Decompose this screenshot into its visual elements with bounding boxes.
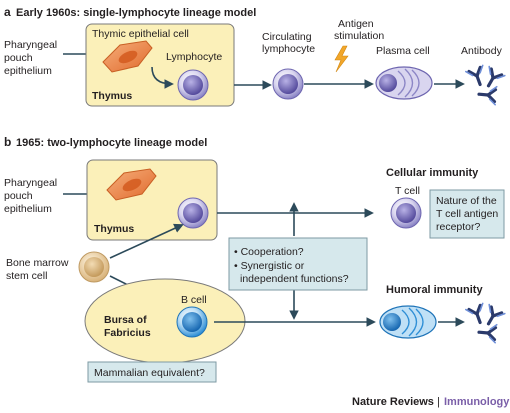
- nature-question-box: [429, 189, 505, 239]
- mammalian-text: Mammalian equivalent?: [94, 367, 205, 379]
- bursa-line1: Bursa of: [104, 314, 147, 326]
- lymphocyte-icon: [177, 197, 209, 229]
- nature-line2: T cell antigen: [436, 208, 498, 220]
- nature-line3: receptor?: [436, 221, 481, 233]
- plasma-cell-label: Plasma cell: [376, 45, 430, 57]
- circulating-line2: lymphocyte: [262, 43, 315, 55]
- panel-b-title: 1965: two-lymphocyte lineage model: [16, 137, 207, 149]
- thymic-epithelial-cell-icon: [106, 168, 157, 201]
- antibody-icon: [464, 63, 507, 107]
- mammalian-question-box: [87, 361, 217, 383]
- panel-a-pharyngeal-line3: epithelium: [4, 65, 52, 77]
- thymic-epithelial-cell-icon: [102, 40, 153, 73]
- antigen-line2: stimulation: [334, 30, 384, 42]
- thymus-label-a: Thymus: [92, 90, 132, 102]
- thymus-label-b: Thymus: [94, 223, 134, 235]
- lymphocyte-label: Lymphocyte: [166, 51, 222, 63]
- plasma-cell-icon: [379, 305, 437, 339]
- plasma-cell-icon: [375, 66, 433, 100]
- panel-a-pharyngeal-line1: Pharyngeal: [4, 39, 57, 51]
- panel-a-pharyngeal-line2: pouch: [4, 52, 33, 64]
- lymphocyte-icon: [177, 69, 209, 101]
- cooperation-text: • Cooperation?: [234, 246, 304, 258]
- footer-credit: Nature Reviews | Immunology: [352, 396, 510, 408]
- thymic-cell-label: Thymic epithelial cell: [92, 28, 189, 40]
- antigen-line1: Antigen: [338, 18, 374, 30]
- panel-b-pharyngeal-line3: epithelium: [4, 203, 52, 215]
- circulating-line1: Circulating: [262, 31, 312, 43]
- circulating-lymphocyte-icon: [272, 68, 304, 100]
- synergistic-line1: • Synergistic or: [234, 260, 305, 272]
- journal-subject: Immunology: [444, 396, 510, 408]
- b-cell-label: B cell: [181, 294, 207, 306]
- journal-name: Nature Reviews: [352, 396, 434, 408]
- panel-a: a Early 1960s: single-lymphocyte lineage…: [4, 5, 507, 107]
- cooperation-question-box: [228, 237, 368, 291]
- cellular-immunity-title: Cellular immunity: [386, 167, 479, 179]
- panel-b-pharyngeal-line1: Pharyngeal: [4, 177, 57, 189]
- panel-b-letter: b: [4, 135, 11, 149]
- antibody-label: Antibody: [461, 45, 503, 57]
- bone-marrow-line2: stem cell: [6, 270, 47, 282]
- bursa-line2: Fabricius: [104, 327, 151, 339]
- arrow-thymic-to-lymphocyte: [151, 66, 174, 89]
- arrow-stem-to-thymus: [109, 223, 184, 259]
- panel-b: b 1965: two-lymphocyte lineage model Pha…: [4, 135, 507, 383]
- synergistic-line2: independent functions?: [240, 273, 349, 285]
- panel-a-title: Early 1960s: single-lymphocyte lineage m…: [16, 7, 256, 19]
- bone-marrow-line1: Bone marrow: [6, 257, 69, 269]
- stem-cell-icon: [78, 251, 110, 283]
- footer-separator: |: [437, 396, 440, 408]
- panel-a-letter: a: [4, 5, 11, 19]
- antibody-icon: [464, 301, 507, 345]
- panel-b-pharyngeal-line2: pouch: [4, 190, 33, 202]
- humoral-immunity-title: Humoral immunity: [386, 284, 483, 296]
- t-cell-icon: [390, 197, 422, 229]
- nature-line1: Nature of the: [436, 195, 497, 207]
- b-cell-icon: [176, 306, 208, 338]
- lightning-icon: [334, 45, 349, 73]
- t-cell-label: T cell: [395, 185, 420, 197]
